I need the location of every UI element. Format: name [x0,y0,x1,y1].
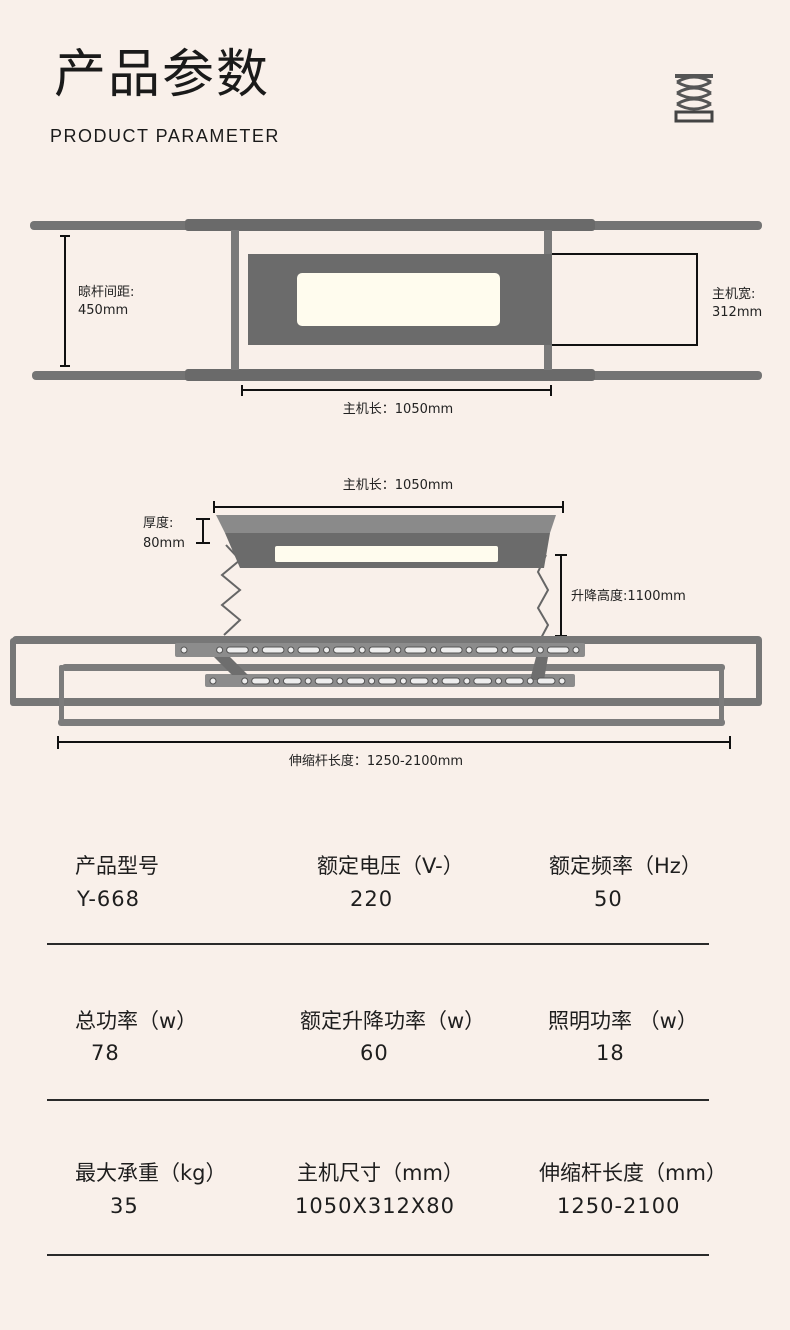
bar-slot [511,646,534,654]
thickness-value: 80mm [143,536,185,551]
bar-slot [404,646,427,654]
spec-label: 伸缩杆长度（mm） [539,1161,727,1185]
dimension-lines [60,235,698,396]
bar-slot [439,646,463,654]
host-length-label: 主机长：1050mm [343,402,453,417]
bar-hole [429,646,437,654]
bar-hole [536,646,544,654]
outer-rack [10,636,762,706]
bar-slot [346,677,366,685]
bar-hole [358,646,366,654]
bar-hole [368,677,376,685]
bar-slot [378,677,397,685]
spec-label: 照明功率 （w） [548,1009,698,1033]
scissor-lift-icon [674,74,714,123]
bar-slot [473,677,493,685]
spec-label: 最大承重（kg） [75,1161,227,1185]
thickness-label: 厚度: [143,515,173,531]
bar-slot [505,677,524,685]
bar-slot [546,646,570,654]
bar-hole [431,677,439,685]
bottom-rod [32,369,762,381]
spec-value: 60 [360,1041,389,1065]
spec-label: 主机尺寸（mm） [297,1161,464,1185]
bar-hole [272,677,280,685]
frame-post [231,230,239,370]
page-subtitle: PRODUCT PARAMETER [50,126,280,146]
bar-hole [216,646,224,654]
spec-label: 额定升降功率（w） [300,1009,486,1033]
spec-value: 1050X312X80 [295,1194,456,1218]
bar-hole [558,677,566,685]
bar-hole [526,677,534,685]
inner-rack [58,664,725,726]
dimension-lines [57,501,731,749]
top-rod [30,219,762,231]
bar-slot [251,677,270,685]
bar-slot [314,677,334,685]
bar-hole [304,677,312,685]
bar-slot [333,646,356,654]
bar-hole [399,677,407,685]
host-width-value: 312mm [712,305,762,320]
rod-length-label: 伸缩杆长度：1250-2100mm [289,753,463,769]
bar-hole [572,646,580,654]
divider [47,943,709,945]
bar-hole [394,646,402,654]
bar-hole [287,646,295,654]
bar-slot [536,677,556,685]
spec-label: 总功率（w） [75,1009,198,1033]
side-view-diagram: 主机长：1050mm 厚度: 80mm 升降高度:1100mm 伸缩杆长度：12… [10,478,762,769]
spec-value: Y-668 [77,887,140,911]
spec-value: 220 [350,887,394,911]
page-title: 产品参数 [54,45,271,105]
divider [47,1254,709,1256]
bar-hole [495,677,503,685]
light-panel [275,546,498,562]
bar-slot [226,646,249,654]
spec-value: 18 [596,1041,625,1065]
bar-hole [241,677,249,685]
host-length-label: 主机长：1050mm [343,478,453,493]
bar-slot [297,646,321,654]
rod-spacing-label: 晾杆间距: [78,284,134,300]
lift-height-label: 升降高度:1100mm [571,588,686,604]
light-panel [297,273,500,326]
bar-hole [180,646,188,654]
bar-hole [209,677,217,685]
host-top [216,515,556,533]
spec-label: 产品型号 [75,854,159,878]
bar-holes [180,646,580,685]
bar-slot [282,677,302,685]
top-view-diagram: 晾杆间距: 450mm 主机宽: 312mm 主机长：1050mm [30,219,762,417]
divider [47,1099,709,1101]
bar-hole [465,646,473,654]
bar-hole [251,646,259,654]
spec-value: 35 [110,1194,139,1218]
bar-hole [463,677,471,685]
spec-value: 78 [91,1041,120,1065]
bar-hole [323,646,331,654]
bar-hole [501,646,509,654]
bar-slot [441,677,461,685]
spec-value: 1250-2100 [557,1194,681,1218]
bar-slot [409,677,429,685]
bar-slot [261,646,285,654]
rod-spacing-value: 450mm [78,303,128,318]
spec-label: 额定频率（Hz） [549,854,702,878]
bar-slot [475,646,499,654]
host-width-label: 主机宽: [712,286,755,302]
spec-label: 额定电压（V-） [317,854,464,878]
bar-slot [368,646,392,654]
bar-hole [336,677,344,685]
spec-value: 50 [594,887,623,911]
